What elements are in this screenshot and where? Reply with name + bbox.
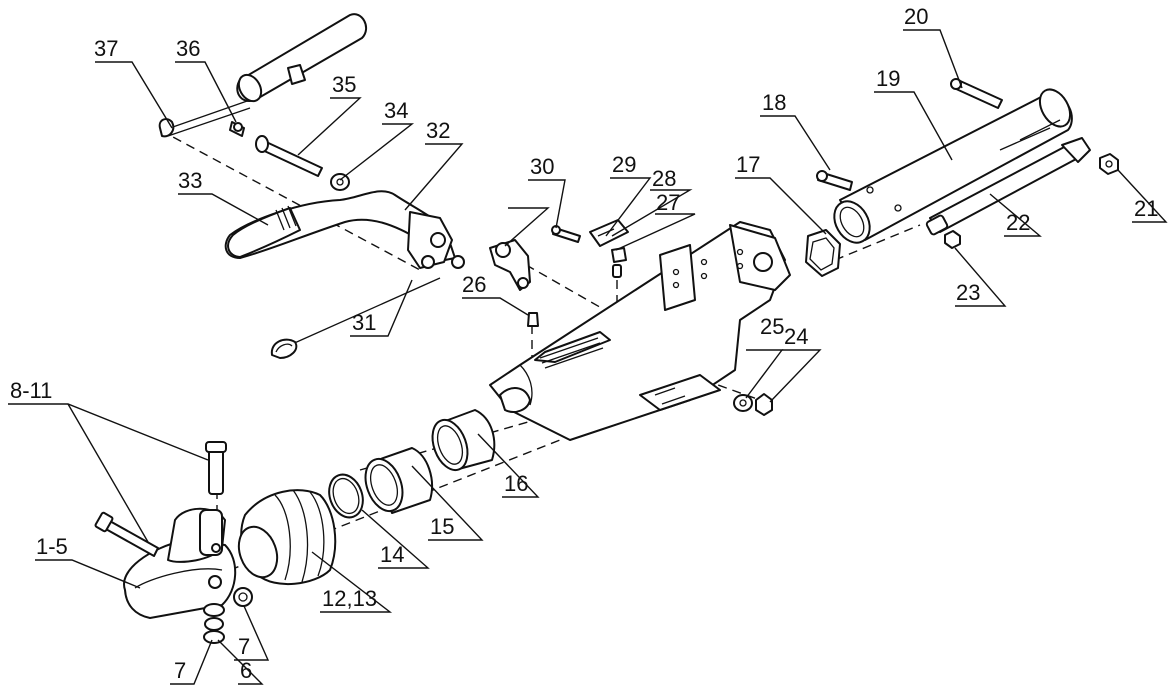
label-24: 24 [784, 324, 808, 349]
label-7-right: 7 [238, 634, 250, 659]
draw-tube [833, 88, 1073, 244]
coupling-nuts [203, 587, 253, 644]
label-17: 17 [736, 152, 760, 177]
leader-lines [8, 29, 1168, 685]
clip-36 [229, 121, 245, 137]
label-18: 18 [762, 90, 786, 115]
label-23: 23 [956, 280, 980, 305]
label-22: 22 [1006, 210, 1030, 235]
bolt-29 [551, 225, 581, 243]
lever-30 [489, 239, 531, 291]
label-8-11: 8-11 [10, 378, 52, 403]
label-33: 33 [178, 168, 202, 193]
grease-nipple [527, 312, 539, 327]
bushing-16 [431, 409, 496, 472]
bolt-24 [755, 393, 773, 416]
label-31: 31 [352, 310, 376, 335]
label-37: 37 [94, 36, 118, 61]
brake-cable [270, 277, 441, 359]
label-21: 21 [1134, 196, 1158, 221]
label-36: 36 [176, 36, 200, 61]
label-30: 30 [530, 154, 554, 179]
washer-25 [733, 394, 753, 412]
retaining-ring [328, 473, 364, 519]
label-25: 25 [760, 314, 784, 339]
spring-clip [611, 247, 627, 278]
coupling-head [123, 507, 237, 619]
label-7-left: 7 [174, 658, 186, 683]
label-16: 16 [504, 471, 528, 496]
bellows [237, 489, 337, 586]
label-12-13: 12,13 [322, 586, 377, 611]
label-26: 26 [462, 272, 486, 297]
handbrake-lever [224, 190, 465, 269]
coupling-bolts [94, 441, 227, 557]
label-19: 19 [876, 66, 900, 91]
square-ring [805, 229, 841, 277]
pin-35 [255, 135, 323, 177]
label-1-5: 1-5 [36, 534, 68, 559]
label-32: 32 [426, 118, 450, 143]
bushing-15 [364, 447, 433, 514]
label-20: 20 [904, 4, 928, 29]
bolt-20 [950, 78, 1003, 109]
bolt-18 [816, 170, 853, 191]
label-6: 6 [240, 658, 252, 683]
label-34: 34 [384, 98, 408, 123]
washer-34 [330, 173, 350, 191]
label-29: 29 [612, 152, 636, 177]
label-14: 14 [380, 542, 404, 567]
label-28: 28 [652, 166, 676, 191]
shock-absorber [925, 137, 1091, 236]
nut-21 [1099, 153, 1119, 175]
label-27: 27 [656, 190, 680, 215]
main-housing [489, 221, 791, 441]
nut-23 [944, 230, 961, 249]
label-35: 35 [332, 72, 356, 97]
callout-labels: 37 36 35 34 32 33 31 30 29 28 27 26 17 1… [10, 4, 1158, 683]
label-15: 15 [430, 514, 454, 539]
spring-support [158, 13, 368, 138]
